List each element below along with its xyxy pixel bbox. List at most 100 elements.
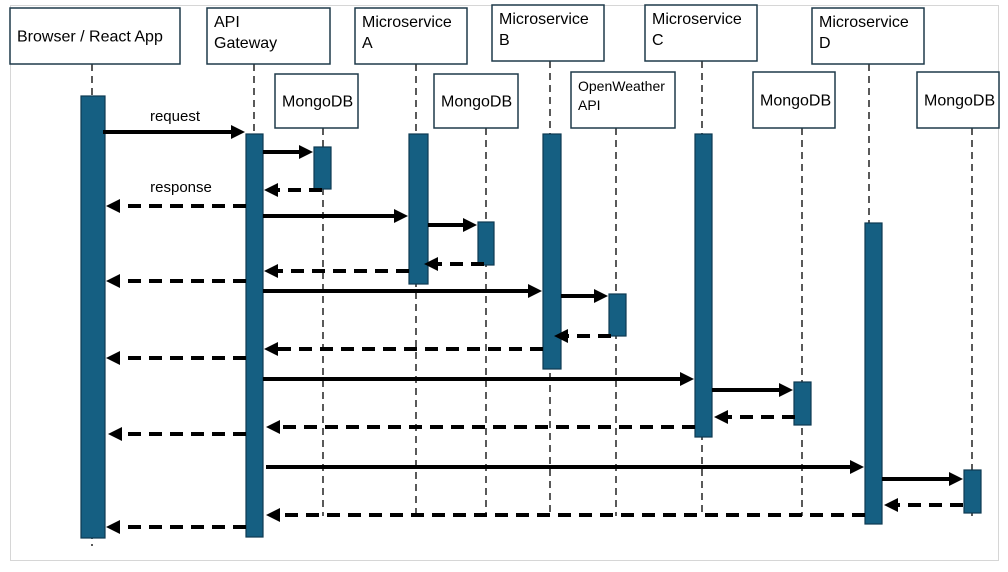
arrowhead-icon — [554, 329, 568, 343]
participant-box — [206, 7, 331, 65]
participant-label: OpenWeather — [578, 78, 665, 94]
call-message-gateway-to-svc-c — [263, 372, 694, 386]
participant-label: Gateway — [214, 35, 277, 52]
arrowhead-icon — [106, 351, 120, 365]
participant-mongo-d: MongoDB — [916, 71, 1000, 129]
arrowhead-icon — [106, 199, 120, 213]
participant-browser: Browser / React App — [9, 7, 181, 65]
activation-bar-svc-b — [542, 133, 562, 370]
arrowhead-icon — [949, 472, 963, 486]
return-message-svc-a-to-gateway — [264, 264, 409, 278]
return-message-gateway-to-browser — [106, 351, 246, 365]
return-message-mongo-c-to-svc-c — [714, 410, 795, 424]
call-message-svc-b-to-openweather — [561, 289, 608, 303]
participant-box — [354, 7, 468, 65]
participant-label: API — [214, 14, 240, 31]
arrowhead-icon — [884, 498, 898, 512]
participant-label: C — [652, 32, 664, 49]
arrowhead-icon — [779, 383, 793, 397]
call-message-svc-d-to-mongo-d — [882, 472, 963, 486]
participant-mongo-gw: MongoDB — [274, 73, 359, 129]
participant-gateway: API Gateway — [206, 7, 331, 65]
participant-box — [644, 4, 758, 62]
return-message-svc-b-to-gateway — [264, 342, 543, 356]
call-message-svc-a-to-mongo-a — [428, 218, 477, 232]
call-message-svc-c-to-mongo-c — [712, 383, 793, 397]
return-message-svc-c-to-gateway — [266, 420, 695, 434]
participant-label: MongoDB — [760, 93, 831, 110]
arrowhead-icon — [424, 257, 438, 271]
participant-box — [811, 7, 925, 65]
participant-box — [570, 71, 676, 129]
participant-label: API — [578, 97, 601, 113]
arrowhead-icon — [231, 125, 245, 139]
activation-bar-mongo-gw — [313, 146, 332, 190]
call-message-gateway-to-mongo-gw — [263, 145, 313, 159]
participant-label: D — [819, 35, 831, 52]
return-message-mongo-d-to-svc-d — [884, 498, 963, 512]
return-message-mongo-gw-to-gateway — [264, 183, 322, 197]
arrowhead-icon — [266, 508, 280, 522]
participant-label: B — [499, 32, 510, 49]
participant-label: Microservice — [652, 11, 742, 28]
arrowhead-icon — [528, 284, 542, 298]
call-message-gateway-to-svc-a — [263, 209, 408, 223]
arrowhead-icon — [680, 372, 694, 386]
arrowhead-icon — [463, 218, 477, 232]
participant-mongo-c: MongoDB — [752, 71, 836, 129]
arrowhead-icon — [594, 289, 608, 303]
activation-bar-svc-c — [694, 133, 713, 438]
participant-mongo-a: MongoDB — [433, 73, 519, 129]
return-message-svc-d-to-gateway — [266, 508, 865, 522]
participant-label: Microservice — [362, 14, 452, 31]
arrowhead-icon — [108, 427, 122, 441]
call-message-gateway-to-svc-b — [263, 284, 542, 298]
arrowhead-icon — [264, 183, 278, 197]
activation-bar-mongo-d — [963, 469, 982, 514]
arrowhead-icon — [850, 460, 864, 474]
arrowhead-icon — [714, 410, 728, 424]
return-message-gateway-to-browser — [108, 427, 246, 441]
arrowhead-icon — [106, 274, 120, 288]
participant-label: MongoDB — [924, 93, 995, 110]
arrowhead-icon — [106, 520, 120, 534]
arrowhead-icon — [264, 264, 278, 278]
participant-label: Browser / React App — [17, 29, 163, 46]
message-label: response — [150, 179, 212, 196]
participant-box — [752, 71, 836, 129]
participant-label: MongoDB — [282, 94, 353, 111]
participant-box — [9, 7, 181, 65]
call-message-browser-to-gateway: request — [103, 108, 245, 139]
return-message-gateway-to-browser — [106, 274, 246, 288]
return-message-gateway-to-browser — [106, 520, 246, 534]
participant-label: Microservice — [819, 14, 909, 31]
participant-box — [491, 4, 605, 62]
participant-box — [274, 73, 359, 129]
arrowhead-icon — [394, 209, 408, 223]
arrowhead-icon — [299, 145, 313, 159]
activation-bar-openweather — [608, 293, 627, 337]
participant-label: Microservice — [499, 11, 589, 28]
activation-bar-svc-a — [408, 133, 429, 285]
message-label: request — [150, 108, 201, 125]
activation-bar-gateway — [245, 133, 264, 538]
return-message-gateway-to-browser: response — [106, 179, 246, 213]
participant-box — [433, 73, 519, 129]
arrowhead-icon — [264, 342, 278, 356]
activation-bar-svc-d — [864, 222, 883, 525]
activation-bar-browser — [80, 95, 106, 539]
call-message-gateway-to-svc-d — [266, 460, 864, 474]
activation-bar-mongo-a — [477, 221, 495, 266]
participant-box — [916, 71, 1000, 129]
activation-bar-mongo-c — [793, 381, 812, 426]
participant-label: MongoDB — [441, 94, 512, 111]
participant-label: A — [362, 35, 373, 52]
arrowhead-icon — [266, 420, 280, 434]
return-message-openweather-to-svc-b — [554, 329, 611, 343]
